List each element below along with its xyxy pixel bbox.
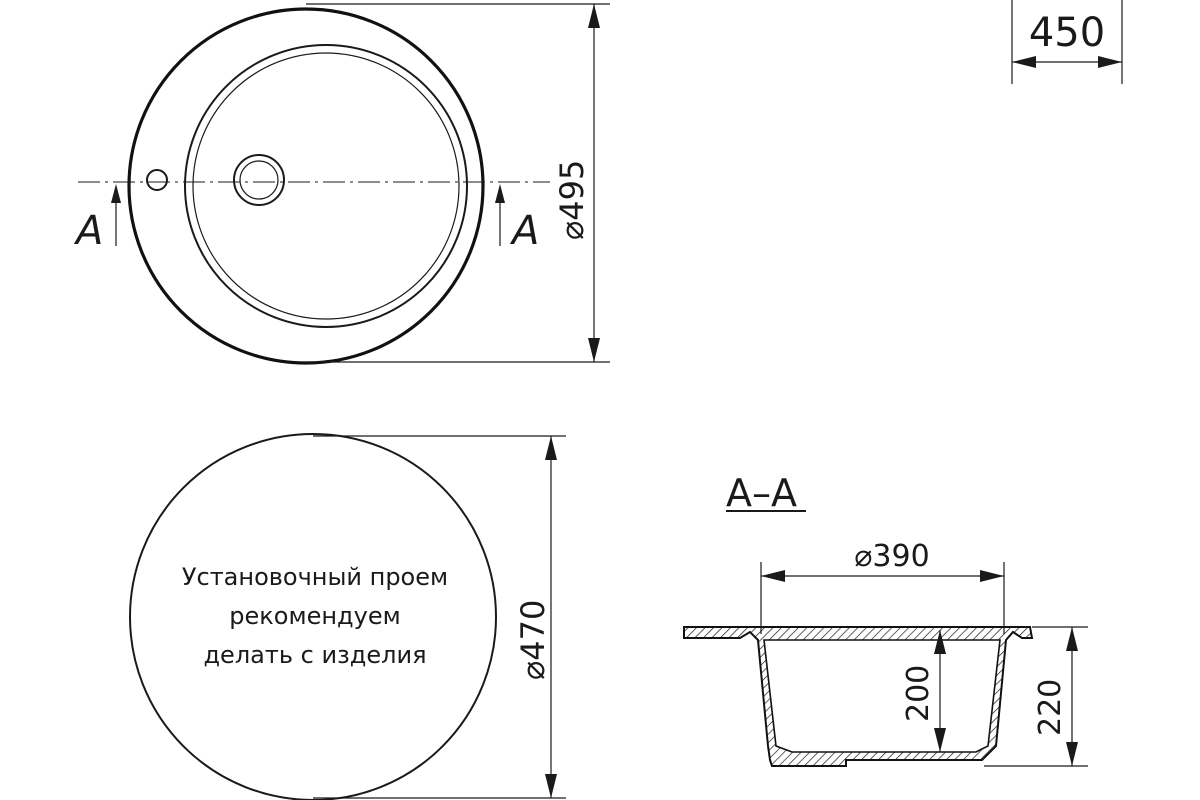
note-line-3: делать с изделия: [203, 641, 426, 669]
sink-outer-rim: [127, 7, 485, 365]
section-letter-left: A: [73, 208, 103, 254]
dimension-200: 200: [901, 630, 946, 752]
bowl-cavity: [763, 639, 1001, 753]
dimension-390: ⌀390: [760, 539, 1005, 634]
section-title: A–A: [726, 471, 797, 515]
cabinet-width-dimension: 450: [1011, 0, 1123, 84]
dimension-220: 220: [984, 626, 1088, 767]
dimension-495: ⌀495: [306, 3, 610, 363]
dimension-470-label: ⌀470: [514, 600, 552, 680]
bowl-inner-edge: [192, 52, 460, 320]
faucet-hole: [146, 169, 168, 191]
cutout-circle: [129, 433, 497, 800]
drain-inner-ring: [239, 160, 279, 200]
bowl-outer-edge: [184, 44, 468, 328]
dimension-470: ⌀470: [313, 435, 566, 799]
cutout-view: Установочный проем рекомендуем делать с …: [129, 433, 566, 800]
drain-outer-ring: [233, 154, 285, 206]
top-view: A A ⌀495: [73, 3, 610, 365]
dimension-220-label: 220: [1033, 679, 1068, 736]
section-marker-left: A: [73, 184, 121, 254]
section-marker-right: A: [495, 184, 539, 254]
note-line-2: рекомендуем: [229, 602, 400, 630]
section-view: A–A ⌀390 200 220: [683, 471, 1088, 767]
dimension-390-label: ⌀390: [854, 539, 929, 574]
dimension-200-label: 200: [901, 665, 936, 722]
section-letter-right: A: [509, 208, 539, 254]
dimension-495-label: ⌀495: [553, 160, 591, 240]
cabinet-width-label: 450: [1029, 10, 1105, 56]
note-line-1: Установочный проем: [182, 563, 448, 591]
